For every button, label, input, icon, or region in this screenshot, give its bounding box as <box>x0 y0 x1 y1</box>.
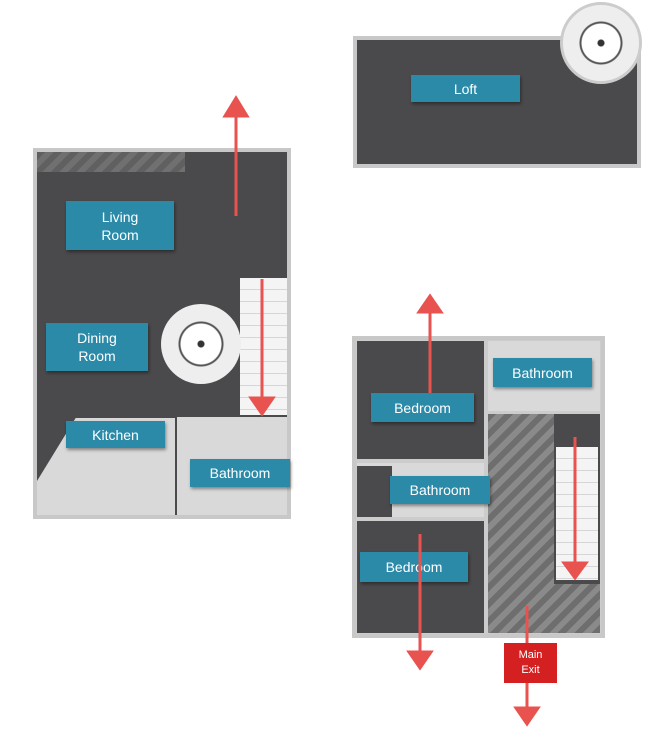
loft-spiral-staircase <box>560 2 642 84</box>
fireplace-strip <box>37 152 185 172</box>
arrow-head <box>406 650 434 671</box>
loft-label: Loft <box>411 75 520 102</box>
bedroom-bottom-label: Bedroom <box>360 552 468 582</box>
bathroom-mid-label: Bathroom <box>390 476 490 504</box>
dining-room-label: Dining Room <box>46 323 148 371</box>
spiral-staircase <box>161 304 241 384</box>
arrow-head <box>416 293 444 314</box>
arrow-head <box>561 561 589 581</box>
bedroom-top-label: Bedroom <box>371 393 474 422</box>
entry-stairs <box>556 447 598 580</box>
living-room-label: Living Room <box>66 201 174 250</box>
main-exit-label: Main Exit <box>504 643 557 683</box>
arrow-head <box>513 706 541 727</box>
kitchen-label: Kitchen <box>66 421 165 448</box>
arrow-head <box>248 396 276 417</box>
arrow-head <box>222 95 250 118</box>
bathroom-top-label: Bathroom <box>493 358 592 387</box>
ground-bathroom-label: Bathroom <box>190 459 290 487</box>
closet <box>357 466 392 517</box>
